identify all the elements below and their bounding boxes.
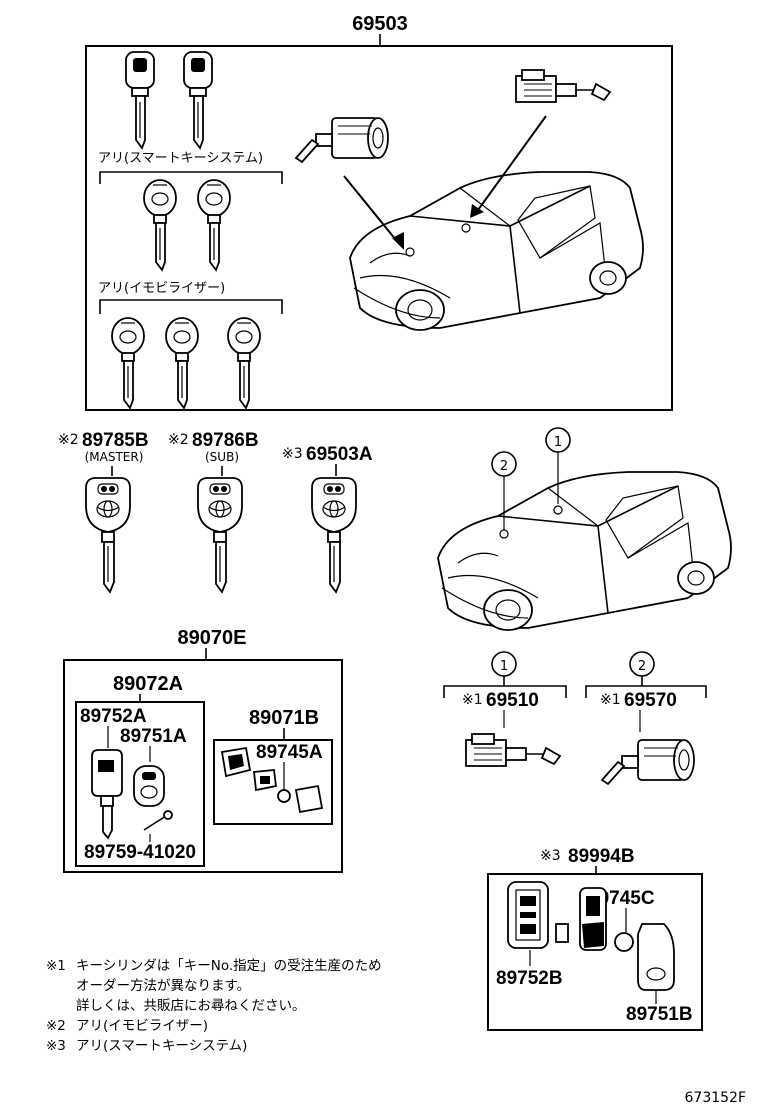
note2-text: アリ(イモビライザー) [76, 1018, 208, 1034]
circle-2-cyl-text: 2 [638, 659, 646, 674]
key-69503A [311, 477, 357, 593]
remote-89751A [133, 765, 165, 807]
cover-89751B [637, 923, 675, 991]
kit-box-89070E [63, 659, 343, 873]
immo-key-4 [165, 317, 199, 409]
door-cylinder-top [515, 69, 611, 103]
smart-key-2 [183, 51, 213, 149]
label-69503[interactable]: 69503 [352, 13, 408, 35]
note1-line2: オーダー方法が異なります。 [76, 978, 250, 994]
label-89751A[interactable]: 89751A [120, 726, 187, 747]
key-89785B [85, 477, 131, 593]
sub-label-master: (MASTER) [85, 450, 144, 464]
immo-key-2 [197, 179, 231, 271]
label-69570[interactable]: 69570 [624, 690, 677, 711]
mark-69510: ※1 [462, 692, 483, 708]
label-89752B[interactable]: 89752B [496, 968, 563, 989]
door-cylinder-69510 [465, 733, 561, 767]
label-89759-41020[interactable]: 89759-41020 [84, 842, 196, 863]
bracket-immobilizer [99, 299, 283, 314]
label-89994B[interactable]: 89994B [568, 846, 635, 867]
ignition-cylinder-top [295, 117, 389, 163]
label-89745A[interactable]: 89745A [256, 742, 323, 763]
label-89752A[interactable]: 89752A [80, 706, 147, 727]
label-89785B[interactable]: 89785B [82, 430, 149, 451]
note3-mark: ※3 [46, 1038, 66, 1054]
arrow-to-door [477, 115, 547, 211]
label-89070E[interactable]: 89070E [178, 627, 247, 649]
smart-key-case-89752B [507, 881, 549, 949]
group-label-smart: アリ(スマートキーシステム) [98, 151, 263, 166]
label-89072A-text[interactable]: 89072A [113, 673, 183, 695]
arrow-to-ignition [343, 175, 397, 241]
callout-1-text: 1 [554, 435, 562, 450]
label-69503A[interactable]: 69503A [306, 444, 373, 465]
note1-line1: キーシリンダは「キーNo.指定」の受注生産のため [76, 958, 382, 974]
key-89752A [91, 749, 123, 840]
mark-89785B: ※2 [58, 432, 79, 448]
internal-parts-89994B [555, 887, 634, 952]
ignition-cylinder-69570 [601, 739, 695, 785]
mark-89994B: ※3 [540, 848, 561, 864]
label-69510[interactable]: 69510 [486, 690, 539, 711]
label-89071B[interactable]: 89071B [249, 707, 319, 729]
group-label-immobilizer: アリ(イモビライザー) [98, 281, 225, 296]
mark-89786B: ※2 [168, 432, 189, 448]
sub-box-89071B [213, 739, 333, 825]
label-89751B[interactable]: 89751B [626, 1004, 693, 1025]
note1-mark: ※1 [46, 958, 66, 974]
assembly-box-69503 [85, 45, 673, 411]
bracket-smart [99, 171, 283, 184]
immo-key-5 [227, 317, 261, 409]
sub-box-89072A [75, 701, 205, 867]
label-89786B[interactable]: 89786B [192, 430, 259, 451]
note2-mark: ※2 [46, 1018, 66, 1034]
mark-69503A: ※3 [282, 446, 303, 462]
key-89786B [197, 477, 243, 593]
kit-box-89994B [487, 873, 703, 1031]
immo-key-3 [111, 317, 145, 409]
mark-69570: ※1 [600, 692, 621, 708]
car-illustration-top [349, 171, 644, 331]
case-part-89071B [220, 746, 324, 814]
reference-code: 673152F [685, 1090, 747, 1106]
note1-line3: 詳しくは、共販店にお尋ねください。 [76, 998, 306, 1014]
sub-label-sub: (SUB) [205, 450, 239, 464]
callout-2-text: 2 [500, 459, 508, 474]
smart-key-1 [125, 51, 155, 149]
car-illustration-middle [437, 471, 732, 631]
screw-89759 [143, 810, 173, 831]
circle-1-cyl-text: 1 [500, 659, 508, 674]
note3-text: アリ(スマートキーシステム) [76, 1038, 247, 1054]
immo-key-1 [143, 179, 177, 271]
